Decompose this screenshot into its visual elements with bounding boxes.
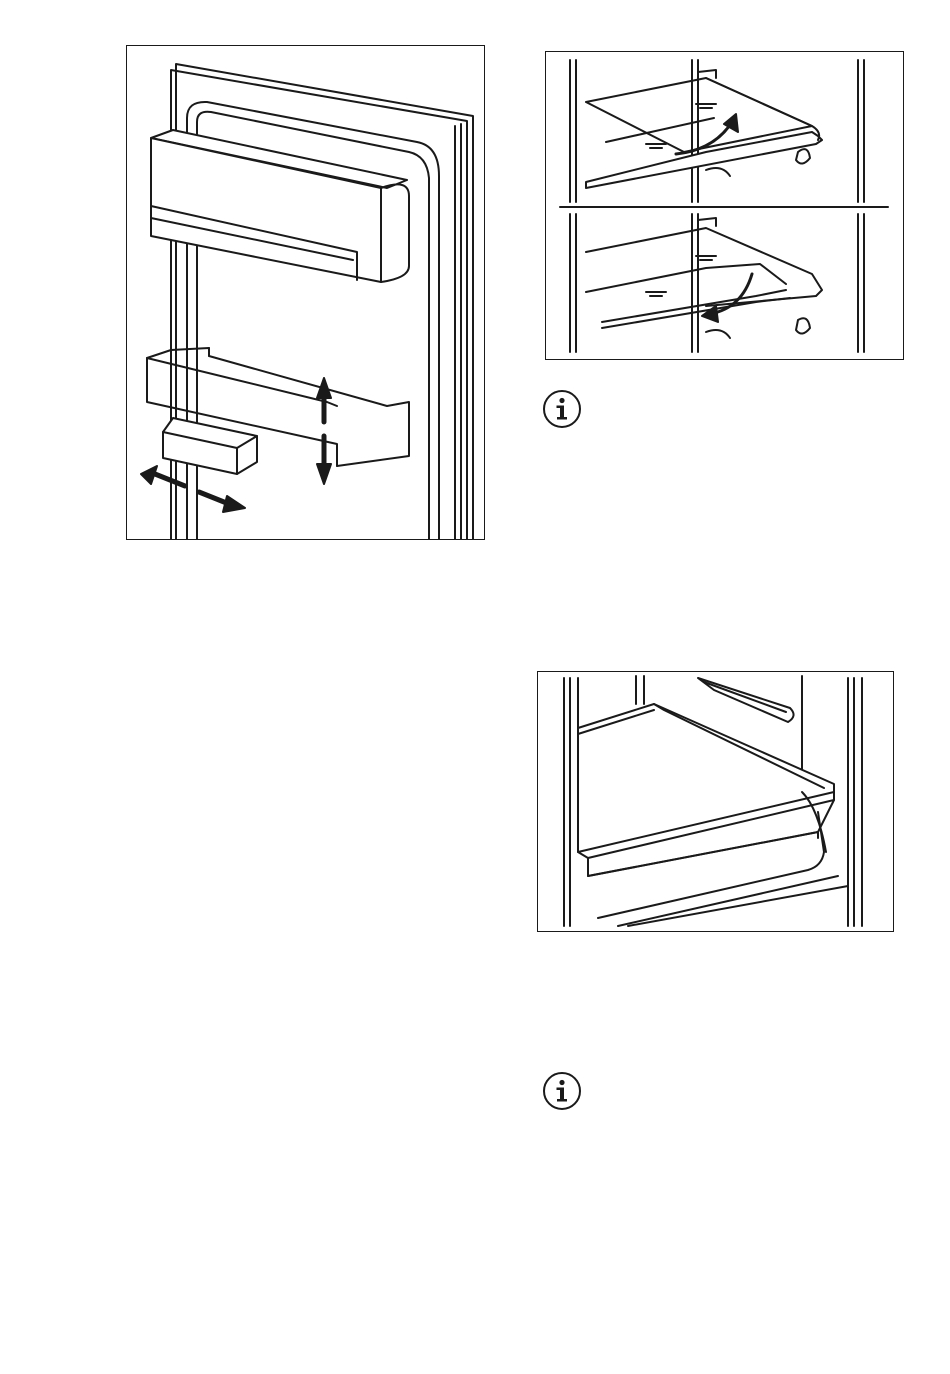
door-shelves-illustration [127,46,484,539]
crisper-drawer-illustration [538,672,893,931]
info-icon [542,1071,582,1111]
drawer-figure [537,671,894,932]
door-rack-figure [126,45,485,540]
glass-shelf-illustration [546,52,903,359]
shelf-tilt-figure [545,51,904,360]
info-icon [542,389,582,429]
